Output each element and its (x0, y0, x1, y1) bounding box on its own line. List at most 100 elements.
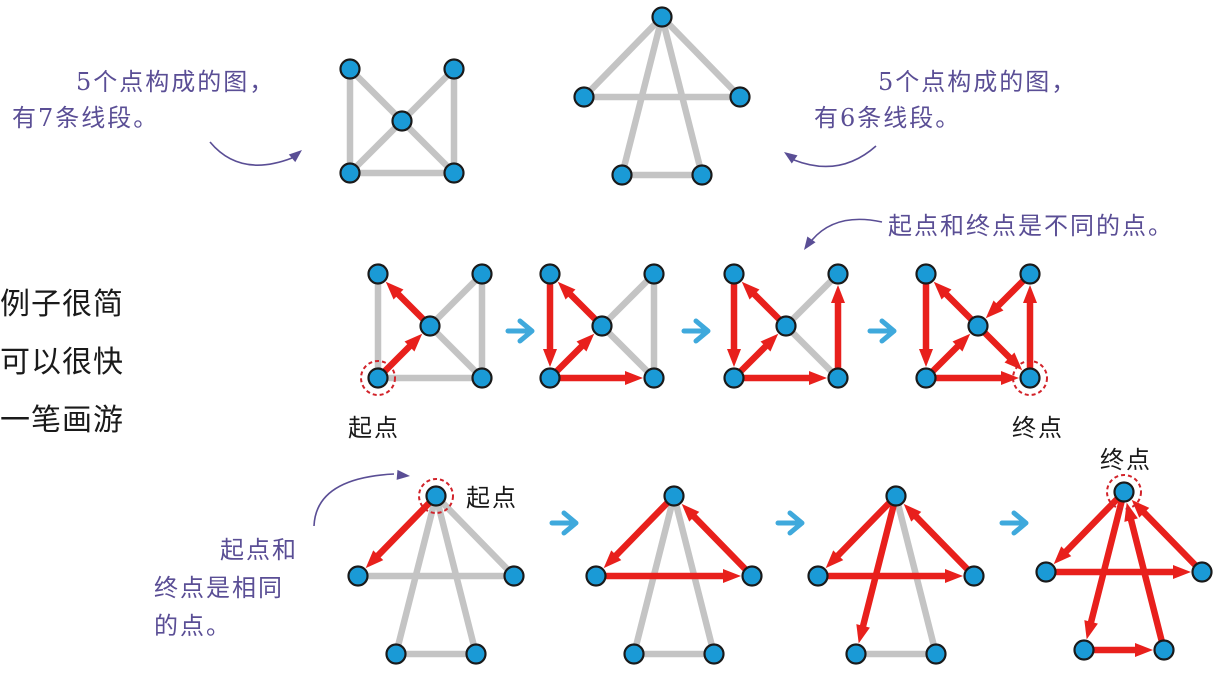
top-left-pointer-curve-path (209, 141, 293, 166)
top-house-node-A (651, 6, 673, 28)
row2-step2-path-R-A-line (690, 513, 756, 580)
row1-step3-edge-C-TR (782, 270, 842, 330)
row1-step2-node-BR (643, 367, 665, 389)
row1-step2-node-TR (643, 263, 665, 285)
row1-start-label: 起点 (348, 414, 400, 442)
row2-step2-path-R-A-head (681, 503, 700, 522)
row2-step3-node-BR (925, 643, 947, 665)
row1-step1-node-TR (471, 263, 493, 285)
row2-step2-path-A-L-line (612, 492, 678, 559)
graph-nodes-layer (339, 6, 1213, 665)
row1-step1-edge-C-TR (426, 270, 486, 330)
row1-step4-node-TR (1019, 263, 1041, 285)
row1-step2-path-BL-BR-head (625, 371, 643, 385)
bottom-left-pointer-curve-path (313, 473, 395, 527)
row2-end-label: 终点 (1100, 446, 1152, 474)
row1-step4-path-BR-TR-head (1023, 285, 1037, 303)
top-house-edge-A-BR (658, 13, 706, 179)
top-house-node-BR (691, 164, 713, 186)
row2-step1-path-A-L-line (374, 492, 440, 559)
row1-step3-node-C (775, 315, 797, 337)
row1-step3-path-BR-TR-head (831, 285, 845, 303)
row2-step4-node-BR (1153, 639, 1175, 661)
row2-step-arrow-3-head (1011, 510, 1029, 536)
row2-step3-path-A-L-line (834, 492, 900, 559)
row2-step3-path-A-BL-line (859, 492, 900, 630)
row1-step4-path-TR-C-head (985, 300, 1004, 319)
step-arrows-layer (505, 318, 1029, 536)
row1-step3-node-BL (723, 367, 745, 389)
top-bowtie-edge-C-BR (398, 117, 458, 177)
top-house-edge-A-R (658, 13, 744, 101)
side-text-line3: 一笔画游 (0, 403, 124, 438)
row2-step4-node-L (1035, 561, 1057, 583)
top-bowtie-edge-BL-C (346, 117, 406, 177)
row1-step4-node-TL (915, 263, 937, 285)
row2-step4-path-A-L-line (1062, 488, 1128, 555)
row2-step1-edge-A-BL (392, 492, 440, 658)
row2-step-arrow-1-head (561, 510, 579, 536)
pointer-curves-layer (209, 141, 883, 527)
note-top-right-line2: 有6条线段。 (814, 104, 962, 132)
row2-step3-path-A-BL-head (856, 624, 870, 644)
row2-start-label: 起点 (466, 484, 518, 512)
row2-step4-path-R-A-line (1140, 509, 1206, 576)
row1-step3-path-TL-BL-head (727, 349, 741, 367)
note-top-left-line1: 5个点构成的图， (76, 68, 276, 96)
row2-step2-node-L (585, 565, 607, 587)
row2-step1-node-L (347, 565, 369, 587)
row2-step4-path-BR-A-line (1127, 516, 1168, 654)
row2-step1-edge-A-BR (432, 492, 480, 658)
row2-step3-node-R (963, 565, 985, 587)
row2-step1-node-R (503, 565, 525, 587)
row1-step2-path-C-TL-head (557, 281, 576, 300)
top-bowtie-node-C (391, 110, 413, 132)
row1-step-arrow-1 (505, 318, 535, 344)
row1-step3-path-C-TL-head (741, 281, 760, 300)
row2-step1-edge-A-R (432, 492, 518, 580)
row2-step4-path-A-BL-head (1084, 620, 1098, 640)
row2-step-arrow-1 (549, 510, 579, 536)
row2-step-arrow-3 (999, 510, 1029, 536)
row2-step1-node-BL (385, 643, 407, 665)
note-top-right-line1: 5个点构成的图， (878, 68, 1078, 96)
row1-step2-node-TL (539, 263, 561, 285)
note-bottom-left-line1: 起点和 (220, 536, 298, 564)
row1-step-arrow-2 (681, 318, 711, 344)
row2-start-circle (418, 478, 454, 514)
row2-step1-path-A-L-head (365, 550, 384, 569)
row2-step3-node-L (807, 565, 829, 587)
row1-step1-node-C (419, 315, 441, 337)
row1-step2-edge-C-BR (598, 322, 658, 382)
row1-step4-node-C (967, 315, 989, 337)
row2-step3-path-A-L-head (825, 550, 844, 569)
top-house-edge-A-L (580, 13, 666, 101)
row2-step4-node-R (1191, 561, 1213, 583)
note-bottom-left-line2: 终点是相同 (154, 574, 284, 602)
row2-step3-path-R-A-head (903, 503, 922, 522)
top-house-node-R (729, 86, 751, 108)
row1-step3-node-TR (827, 263, 849, 285)
row2-step2-node-R (741, 565, 763, 587)
mid-right-pointer-curve-path (811, 218, 883, 241)
top-bowtie-node-TL (339, 58, 361, 80)
row1-step2-path-BL-C-head (576, 333, 595, 352)
top-bowtie-edge-TL-C (346, 65, 406, 125)
row1-step2-path-TL-BL-head (543, 349, 557, 367)
row1-step4-node-BR (1019, 367, 1041, 389)
row2-end-circle (1106, 474, 1142, 510)
note-top-left-line2: 有7条线段。 (12, 104, 160, 132)
row2-step3-node-BL (845, 643, 867, 665)
row1-step2-node-C (591, 315, 613, 337)
row1-step3-node-BR (827, 367, 849, 389)
row2-step2-path-A-L-head (603, 550, 622, 569)
row2-step3-path-R-A-line (912, 513, 978, 580)
top-house-edge-A-BL (618, 13, 666, 179)
row2-step4-path-A-L-head (1053, 546, 1072, 565)
row1-start-circle (360, 360, 396, 396)
row1-step2-edge-C-TR (598, 270, 658, 330)
row1-step4-path-BL-BR-head (1001, 371, 1019, 385)
top-house-node-L (573, 86, 595, 108)
mid-right-pointer-curve-head (804, 236, 816, 250)
